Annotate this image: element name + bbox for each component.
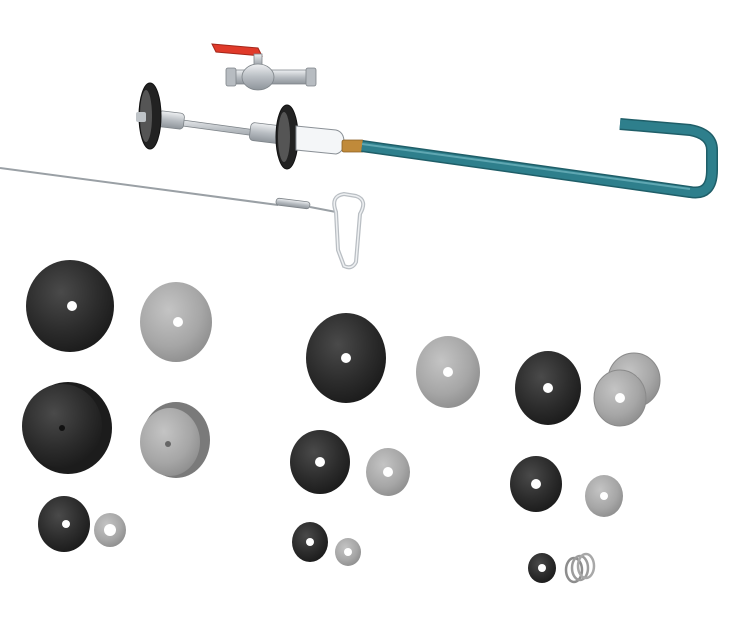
ball-valve-icon <box>211 43 317 91</box>
seal-black-large <box>515 351 581 425</box>
seal-black-large <box>26 260 114 352</box>
spring-icon <box>564 552 596 584</box>
hose-icon <box>361 118 718 199</box>
seal-gray-small <box>94 513 126 547</box>
seal-gray-medium <box>366 448 410 496</box>
carabiner-icon <box>332 191 366 270</box>
seal-gray-large <box>416 336 480 408</box>
seal-black-small <box>528 553 556 583</box>
cable-icon <box>0 167 337 213</box>
seal-group-2 <box>290 313 480 566</box>
seal-group-3 <box>510 351 661 584</box>
seal-black-small <box>38 496 90 552</box>
pipe-plug-icon <box>136 82 365 170</box>
seal-gray-large <box>140 282 212 362</box>
seal-black-medium <box>290 430 350 494</box>
seal-gray-cone <box>140 402 210 478</box>
seal-group-1 <box>22 260 212 552</box>
seal-black-small <box>292 522 328 562</box>
seal-gray-medium <box>585 475 623 517</box>
seal-black-large <box>306 313 386 403</box>
seal-black-medium <box>510 456 562 512</box>
seal-gray-stack <box>593 352 661 427</box>
seal-black-cone <box>22 382 112 474</box>
seal-gray-small <box>335 538 361 566</box>
